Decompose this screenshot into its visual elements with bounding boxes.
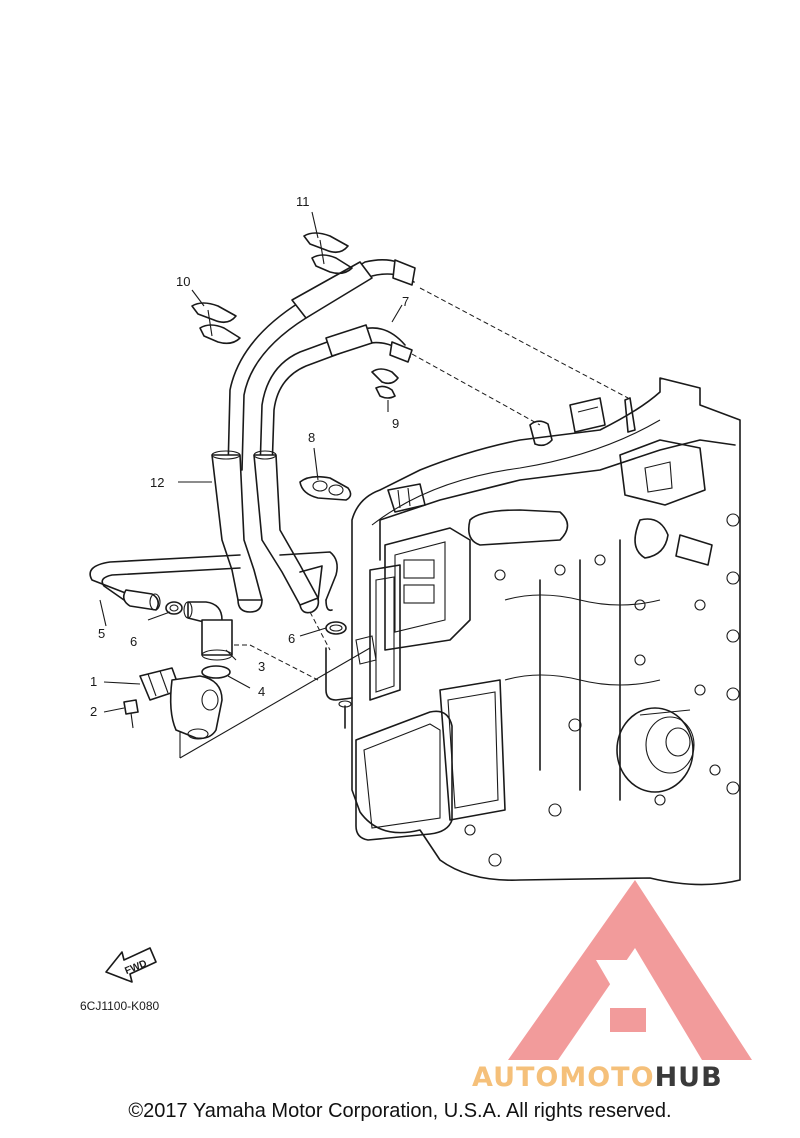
callout-11: 11 (296, 194, 310, 209)
brand-part1: AUTOMOTO (472, 1062, 655, 1093)
callout-1: 1 (90, 674, 97, 689)
callout-3: 3 (258, 659, 265, 674)
watermark-brand: AUTOMOTOHUB (472, 1062, 723, 1093)
small-parts (122, 232, 399, 740)
logo-triangle-mark (508, 880, 752, 1060)
callout-4: 4 (258, 684, 265, 699)
callout-leaders (99, 211, 403, 713)
callout-numbers: 11 10 7 9 8 12 5 6 3 4 6 1 2 (90, 194, 409, 719)
callout-2: 2 (90, 704, 97, 719)
callout-6-left: 6 (130, 634, 137, 649)
hose-assembly (89, 259, 416, 614)
part-code: 6CJ1100-K080 (80, 999, 159, 1013)
callout-12: 12 (150, 475, 164, 490)
engine-block (325, 377, 741, 886)
copyright-notice: ©2017 Yamaha Motor Corporation, U.S.A. A… (128, 1100, 672, 1122)
callout-5: 5 (98, 626, 105, 641)
callout-7: 7 (402, 294, 409, 309)
callout-9: 9 (392, 416, 399, 431)
callout-10: 10 (176, 274, 190, 289)
brand-part2: HUB (655, 1062, 723, 1093)
leader-lines (179, 287, 629, 759)
watermark-logo (508, 880, 752, 1060)
fwd-label: FWD (123, 958, 148, 977)
callout-8: 8 (308, 430, 315, 445)
callout-6-right: 6 (288, 631, 295, 646)
fwd-arrow: FWD (105, 947, 157, 983)
